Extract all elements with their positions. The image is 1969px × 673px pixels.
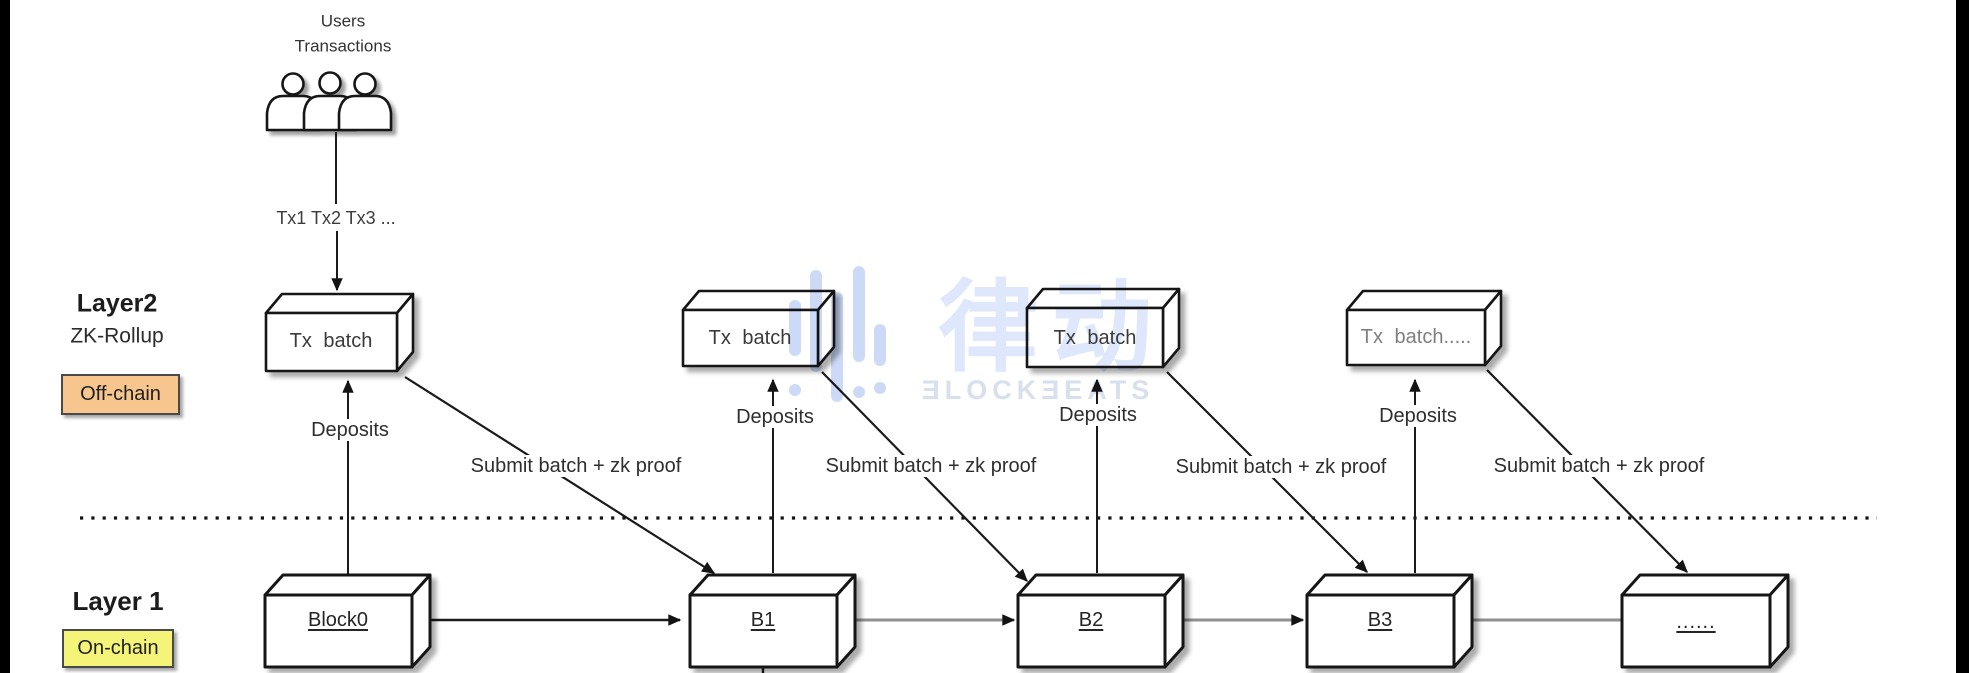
layer1-title: Layer 1	[72, 586, 164, 616]
b2-box	[1016, 573, 1185, 669]
watermark-brand-text: ƎLOCKƎEATS	[922, 375, 1155, 405]
b2-label: B2	[1078, 609, 1104, 631]
layer2-subtitle: ZK-Rollup	[70, 324, 164, 348]
users-title-line2: Transactions	[294, 36, 392, 56]
submit-label-2: Submit batch + zk proof	[821, 455, 1041, 477]
tx-batch-label-3: Tx batch	[1053, 327, 1137, 349]
b3-box	[1305, 573, 1474, 669]
b1-box	[688, 573, 857, 669]
submit-label-3: Submit batch + zk proof	[1171, 456, 1391, 478]
person-icon	[337, 72, 393, 132]
users-icon	[265, 71, 393, 132]
block0-label: Block0	[307, 609, 369, 631]
deposits-label-3: Deposits	[1055, 404, 1141, 426]
onchain-badge-label: On-chain	[77, 637, 159, 659]
offchain-badge: Off-chain	[61, 374, 180, 415]
tx-batch-label-1: Tx batch	[289, 330, 373, 352]
onchain-badge: On-chain	[62, 629, 174, 668]
deposits-label-1: Deposits	[307, 419, 393, 441]
tx-batch-box-4	[1345, 289, 1503, 367]
tx-batch-box-1	[264, 292, 415, 373]
watermark-logo-icon	[789, 266, 886, 402]
frame-left-bar	[0, 0, 10, 673]
watermark-cjk-text: 律动	[938, 272, 1166, 384]
next-blocks-box	[1620, 573, 1790, 669]
users-title-line1: Users	[320, 11, 366, 31]
block0-box	[263, 573, 432, 669]
b3-label: B3	[1367, 609, 1393, 631]
offchain-badge-label: Off-chain	[80, 383, 161, 405]
submit-label-1: Submit batch + zk proof	[466, 455, 686, 477]
b1-label: B1	[750, 609, 776, 631]
next-blocks-label: ......	[1676, 611, 1716, 633]
tx-batch-box-3	[1025, 287, 1181, 369]
watermark: 律动 ƎLOCKƎEATS	[789, 266, 1166, 405]
frame-right-bar	[1956, 0, 1969, 673]
submit-label-4: Submit batch + zk proof	[1489, 455, 1709, 477]
deposits-label-4: Deposits	[1375, 405, 1461, 427]
tx-batch-label-4: Tx batch.....	[1360, 326, 1472, 348]
layer2-title: Layer2	[76, 289, 158, 318]
deposits-label-2: Deposits	[732, 406, 818, 428]
tx-stream-label: Tx1 Tx2 Tx3 ...	[272, 208, 400, 228]
tx-batch-label-2: Tx batch	[708, 327, 792, 349]
